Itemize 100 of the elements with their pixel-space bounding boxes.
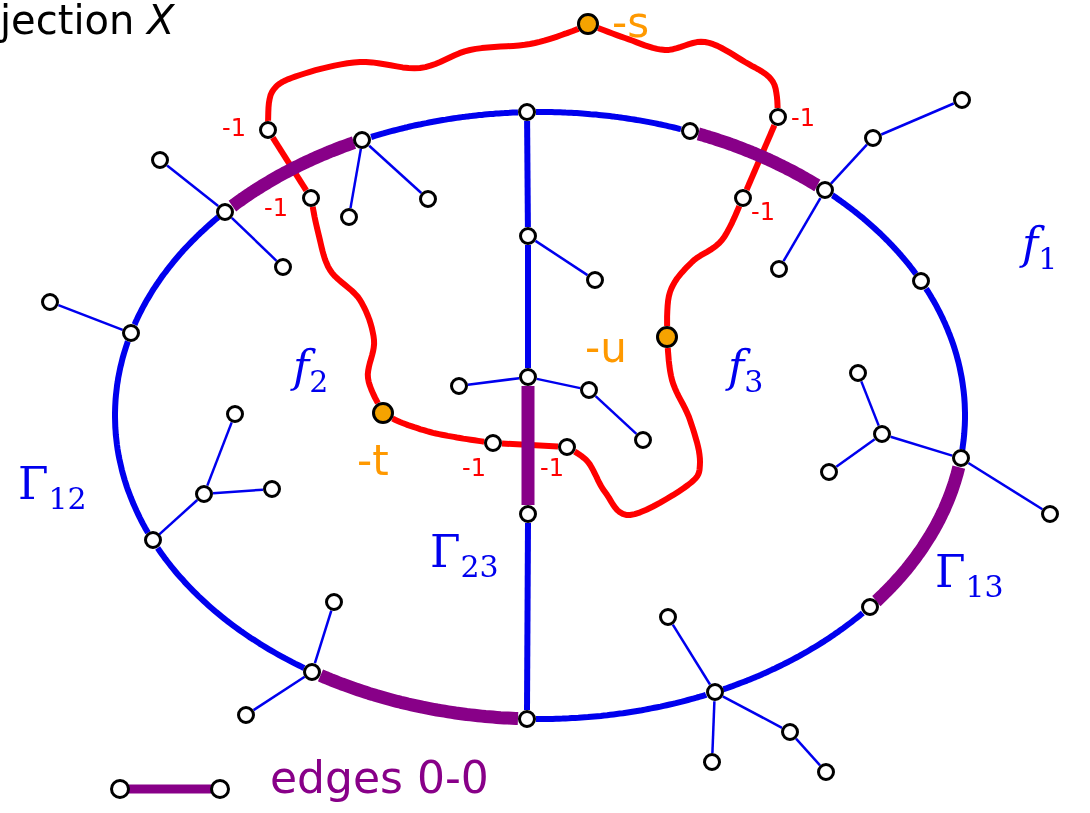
- graph-edge: [309, 206, 381, 405]
- vertex: [484, 434, 502, 452]
- vertex: [302, 189, 320, 207]
- vertex: [195, 485, 213, 503]
- vertex: [216, 202, 235, 221]
- tree-edge: [711, 701, 716, 754]
- vertex: [580, 381, 598, 399]
- vertex: [770, 260, 788, 278]
- vertex: [259, 121, 277, 139]
- graph-edge: [154, 545, 306, 671]
- vertex: [122, 324, 140, 342]
- tree-edge: [536, 377, 581, 390]
- graph-edge: [226, 136, 359, 213]
- vertex: [558, 438, 576, 456]
- vertex: [450, 377, 468, 395]
- tree-edge: [782, 197, 822, 262]
- tree-edge: [212, 488, 264, 495]
- marked-vertex: [372, 402, 394, 424]
- curve-label: Γ$_{13}$: [935, 550, 1004, 602]
- vertex: [951, 449, 970, 468]
- tree-edge: [230, 216, 278, 262]
- curve-label: Γ$_{12}$: [18, 462, 87, 514]
- weight-label: -1: [462, 456, 486, 480]
- vertex-label: -s: [612, 2, 650, 44]
- vertex: [1041, 505, 1059, 523]
- tree-edge: [795, 737, 821, 767]
- graph-edge: [597, 25, 781, 109]
- tree-edge: [967, 461, 1044, 511]
- weight-label: -1: [751, 200, 775, 224]
- vertex: [953, 91, 971, 109]
- tree-edge: [252, 675, 306, 712]
- weight-label: -1: [540, 456, 564, 480]
- vertex: [705, 683, 724, 702]
- vertex: [303, 662, 322, 681]
- graph-edge: [521, 386, 535, 505]
- legend-text: edges 0-0: [270, 756, 489, 800]
- tree-edge: [860, 380, 880, 427]
- vertex: [519, 227, 537, 245]
- curve-label: Γ$_{23}$: [430, 530, 499, 582]
- vertex-label: -t: [357, 440, 389, 482]
- weight-label: -1: [222, 116, 246, 140]
- tree-edge: [158, 499, 199, 536]
- tree-edge: [835, 438, 876, 468]
- tree-edge: [830, 143, 868, 185]
- vertex: [353, 130, 372, 149]
- graph-edge: [525, 245, 531, 368]
- tree-edge: [722, 695, 783, 729]
- vertex: [151, 151, 169, 169]
- weight-label: -1: [791, 106, 815, 130]
- marked-vertex: [577, 13, 599, 35]
- vertex: [237, 706, 255, 724]
- tree-edge: [880, 102, 955, 136]
- vertex: [325, 593, 343, 611]
- graph-edge: [131, 214, 221, 328]
- vertex: [41, 293, 59, 311]
- vertex: [912, 272, 931, 291]
- vertex: [226, 405, 244, 423]
- vertex: [659, 608, 677, 626]
- graph-edge: [573, 347, 703, 518]
- vertex: [274, 258, 292, 276]
- vertex: [340, 208, 358, 226]
- tree-edge: [368, 144, 423, 194]
- vertex: [634, 431, 652, 449]
- tree-edge: [206, 421, 233, 487]
- vertex: [703, 753, 721, 771]
- tree-edge: [890, 435, 953, 457]
- vertex: [769, 108, 787, 126]
- graph-edge: [112, 340, 151, 535]
- tree-edge: [166, 164, 219, 207]
- graph-edge: [743, 124, 778, 191]
- graph-edge: [524, 522, 531, 710]
- vertex: [519, 368, 537, 386]
- weight-label: -1: [264, 196, 288, 220]
- vertex-label: -u: [585, 327, 627, 369]
- tree-edge: [594, 395, 638, 435]
- graph-edge: [829, 192, 919, 276]
- tree-edge: [534, 239, 589, 277]
- tree-edge: [57, 304, 124, 331]
- graph-edge: [369, 109, 519, 140]
- vertex: [143, 531, 162, 550]
- tree-edge: [467, 376, 520, 387]
- vertex: [820, 463, 838, 481]
- vertex: [518, 103, 536, 122]
- graph-edge: [390, 415, 485, 445]
- tree-edge: [671, 623, 712, 686]
- vertex: [586, 271, 604, 289]
- vertex: [817, 763, 835, 781]
- graph-edge: [720, 610, 865, 693]
- vertex: [680, 122, 699, 141]
- vertex: [860, 598, 879, 617]
- vertex: [519, 505, 537, 523]
- graph-edge: [270, 136, 309, 192]
- graph-edge: [664, 205, 743, 326]
- vertex: [873, 425, 891, 443]
- vertex: [849, 364, 867, 382]
- vertex: [781, 723, 799, 741]
- vertex: [815, 181, 834, 200]
- graph-edge: [501, 440, 559, 450]
- vertex: [864, 129, 882, 147]
- tree-edge: [349, 148, 363, 209]
